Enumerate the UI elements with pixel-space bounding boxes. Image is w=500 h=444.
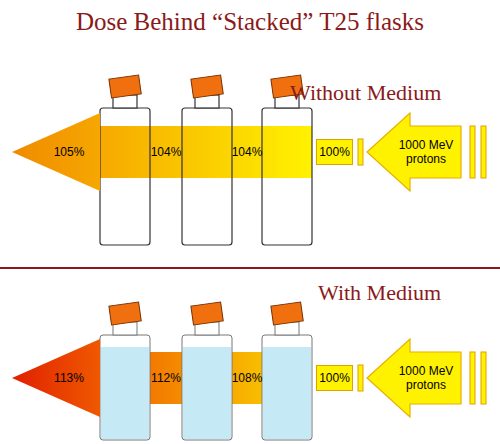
dose-box: 100% [316, 139, 353, 165]
dose-percent: 108% [232, 371, 263, 385]
divider-line [0, 267, 500, 269]
dose-percent: 112% [151, 371, 181, 385]
flask-outlines [100, 108, 312, 245]
dose-percent: 104% [151, 145, 182, 159]
proton-beam-arrow: 1000 MeV protons [366, 338, 462, 418]
proton-beam-arrow: 1000 MeV protons [366, 112, 462, 192]
culture-medium [101, 347, 311, 439]
dose-percent: 100% [319, 145, 350, 159]
dose-box: 100% [316, 365, 353, 391]
flask-caps [109, 302, 303, 325]
beam-arrowhead: 113% [12, 338, 100, 418]
dose-percent: 100% [319, 371, 350, 385]
panel-heading: With Medium [318, 280, 441, 306]
flask-necks [113, 322, 299, 335]
beam-arrowhead: 105% [12, 112, 100, 192]
flask-caps [109, 75, 303, 98]
dose-percent: 113% [54, 371, 84, 385]
panel-heading: Without Medium [290, 80, 441, 106]
flask-necks [113, 95, 299, 108]
diagram-title: Dose Behind “Stacked” T25 flasks [76, 8, 424, 36]
beam-label: 1000 MeV protons [392, 364, 460, 392]
dose-percent: 105% [54, 145, 85, 159]
dose-percent: 104% [232, 145, 263, 159]
beam-shaft [96, 126, 312, 178]
flask-bodies [100, 335, 312, 440]
beam-label: 1000 MeV protons [392, 138, 460, 166]
